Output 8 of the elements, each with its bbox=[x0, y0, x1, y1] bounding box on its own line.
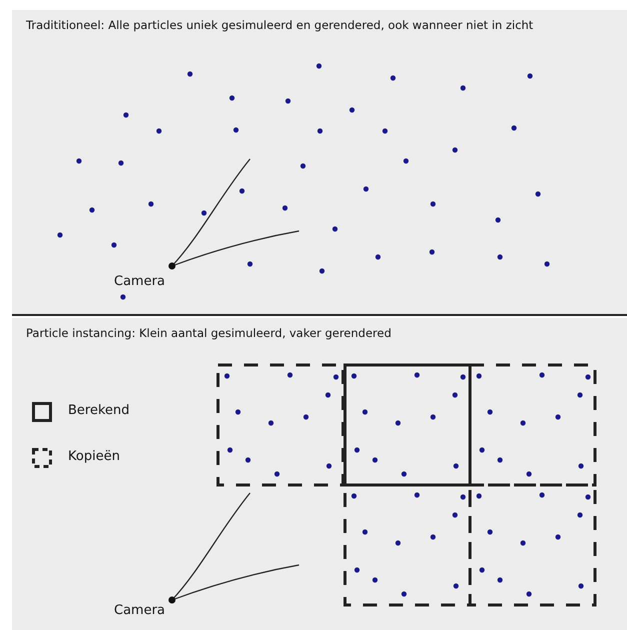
panel-title: Particle instancing: Klein aantal gesimuleerd, vaker gerendered bbox=[26, 326, 392, 340]
scene-panel bbox=[12, 10, 627, 314]
panel-title: Tradititioneel: Alle particles uniek gesimuleerd en gerendered, ook wanneer niet in zicht bbox=[26, 18, 534, 32]
camera-label: Camera bbox=[114, 274, 166, 289]
camera-label: Camera bbox=[114, 603, 166, 618]
legend-label: Berekend bbox=[68, 403, 130, 418]
scene-panel bbox=[12, 318, 627, 630]
legend-label: Kopieën bbox=[68, 449, 120, 464]
